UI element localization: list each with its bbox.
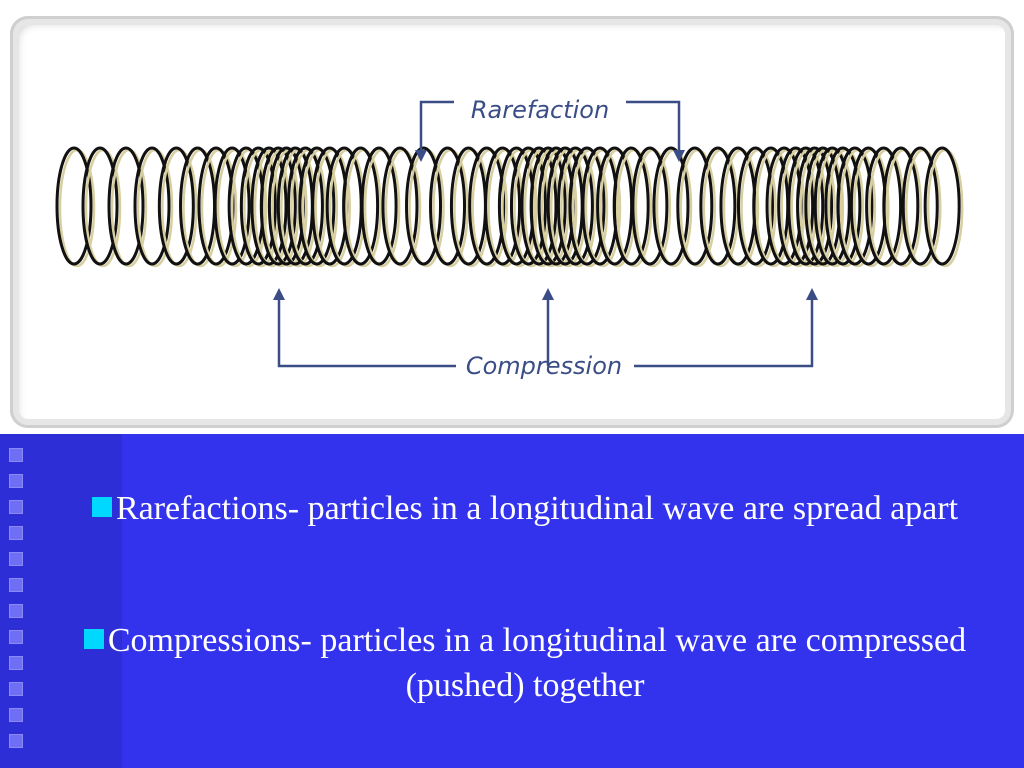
coil-loop [107, 146, 145, 266]
coil-shadow [182, 148, 219, 268]
coil-loop [556, 146, 594, 266]
rarefaction-arrows [415, 150, 685, 162]
coil-loop [484, 146, 522, 266]
coil-loop [631, 146, 669, 266]
coil-loop [836, 146, 874, 266]
coil-loop [509, 146, 547, 266]
coil-loop [520, 146, 558, 266]
coil-loop [429, 146, 467, 266]
rarefaction-label: Rarefaction [471, 96, 609, 124]
coil-loop [529, 146, 567, 266]
coil-loop [133, 146, 171, 266]
coil-loop [923, 146, 961, 266]
coil-loop [612, 146, 650, 266]
coil-loop [777, 146, 815, 266]
coil-loop [901, 146, 939, 266]
coil-loop [699, 146, 737, 266]
coil-loop [381, 146, 419, 266]
coil-loop [824, 146, 862, 266]
coil-loop [882, 146, 920, 266]
coil-loop [360, 146, 398, 266]
compression-label: Compression [466, 352, 622, 380]
bullet-rarefactions: Rarefactions- particles in a longitudina… [60, 486, 990, 531]
coil-loop [342, 146, 380, 266]
coil-shadow [926, 148, 964, 268]
square-bullet-icon [91, 497, 112, 517]
spring-coils [55, 146, 964, 268]
bullet-text: Compressions- particles in a longitudina… [107, 622, 967, 704]
decorative-square [9, 630, 23, 644]
coil-loop [298, 146, 336, 266]
bullet-compressions: Compressions- particles in a longitudina… [60, 618, 990, 708]
coil-loop [468, 146, 506, 266]
coil-loop [213, 146, 251, 266]
coil-loop [568, 146, 606, 266]
spring-diagram-frame: Rarefaction Compression [10, 16, 1014, 428]
decorative-square [9, 604, 23, 618]
coil-loop [849, 146, 887, 266]
coil-loop [81, 146, 119, 266]
text-panel: Rarefactions- particles in a longitudina… [0, 434, 1024, 768]
coil-loop [652, 146, 690, 266]
coil-loop [796, 146, 834, 266]
decorative-square [9, 526, 23, 540]
coil-loop [813, 146, 851, 266]
bullet-text: Rarefactions- particles in a longitudina… [115, 490, 959, 527]
decorative-square [9, 708, 23, 722]
coil-shadow [904, 148, 942, 268]
coil-loop [405, 146, 443, 266]
compression-arrows [273, 288, 818, 300]
square-bullet-icon [83, 629, 104, 649]
coil-loop [676, 146, 714, 266]
decorative-strip [0, 434, 122, 768]
decorative-square [9, 734, 23, 748]
decorative-square [9, 656, 23, 670]
coil-loop [787, 146, 825, 266]
coil-loop [157, 146, 195, 266]
spring-diagram: Rarefaction Compression [36, 38, 992, 410]
decorative-square [9, 552, 23, 566]
decorative-square [9, 500, 23, 514]
coil-loop [250, 146, 288, 266]
coil-loop [55, 146, 93, 266]
coil-loop [286, 146, 324, 266]
rarefaction-bracket [419, 100, 681, 155]
coil-loop [736, 146, 774, 266]
coil-loop [259, 146, 297, 266]
decorative-square [9, 448, 23, 462]
decorative-square [9, 578, 23, 592]
decorative-square [9, 474, 23, 488]
spring-diagram-svg: Rarefaction Compression [55, 96, 964, 380]
coil-loop [239, 146, 277, 266]
coil-loop [865, 146, 903, 266]
compression-bracket [277, 296, 814, 368]
decorative-square [9, 682, 23, 696]
